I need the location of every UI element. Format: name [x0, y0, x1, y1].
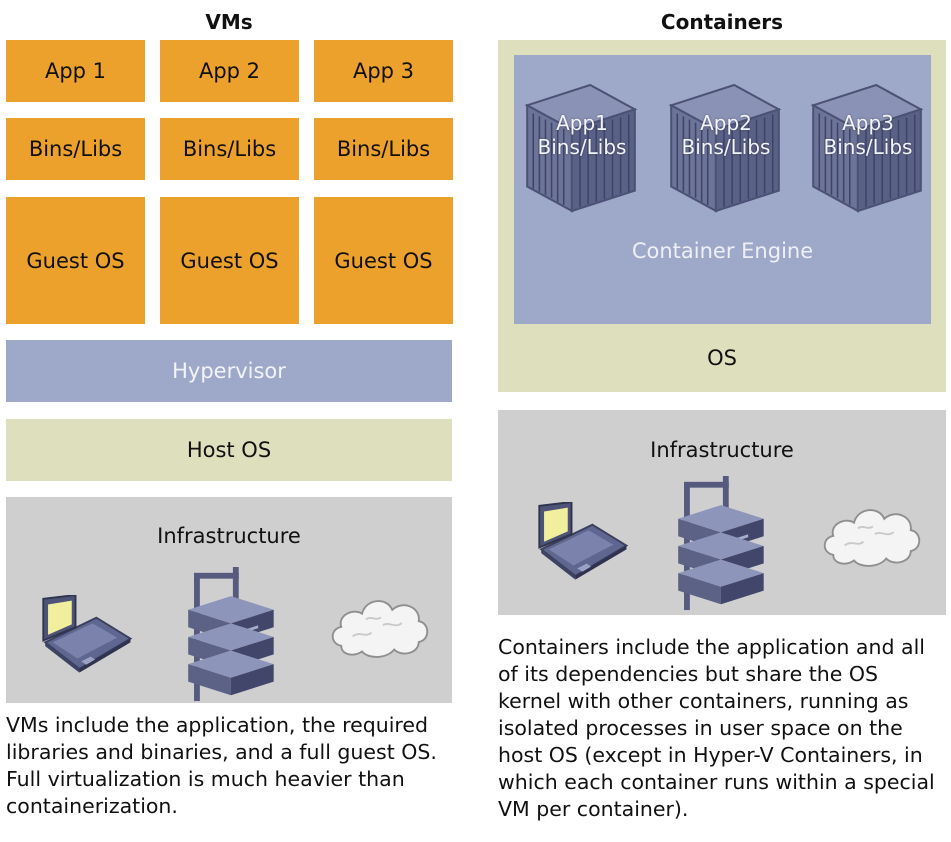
- server-icon: [670, 476, 768, 612]
- vm-guest-os-3: Guest OS: [314, 197, 453, 324]
- container-2: App2 Bins/Libs: [662, 83, 786, 215]
- container-3-app: App3: [842, 111, 894, 135]
- container-infrastructure-layer: Infrastructure: [498, 410, 946, 615]
- server-icon: [180, 567, 278, 703]
- containers-title: Containers: [660, 10, 784, 34]
- cloud-icon: [328, 587, 432, 663]
- container-engine-label: Container Engine: [631, 239, 814, 263]
- container-3-bins-libs: Bins/Libs: [823, 135, 913, 159]
- vm-infrastructure-layer: Infrastructure: [6, 497, 452, 703]
- container-1-app: App1: [556, 111, 608, 135]
- vm-guest-os-2: Guest OS: [160, 197, 299, 324]
- vm-bins-libs-3: Bins/Libs: [314, 118, 453, 180]
- vm-bins-libs-1: Bins/Libs: [6, 118, 145, 180]
- laptop-icon: [532, 502, 630, 592]
- container-2-bins-libs: Bins/Libs: [681, 135, 771, 159]
- vms-description: VMs include the application, the require…: [6, 713, 437, 818]
- vm-bins-libs-2: Bins/Libs: [160, 118, 299, 180]
- vms-title: VMs: [205, 10, 253, 34]
- container-2-label: App2 Bins/Libs: [666, 111, 786, 159]
- laptop-icon: [36, 595, 134, 685]
- vm-infrastructure-label: Infrastructure: [157, 524, 301, 548]
- vm-app-3: App 3: [314, 40, 453, 102]
- hypervisor-layer: Hypervisor: [6, 340, 452, 402]
- cloud-icon: [820, 496, 924, 572]
- container-1-label: App1 Bins/Libs: [522, 111, 642, 159]
- container-engine-layer: App1 Bins/Libs App2 Bins/Libs App3 Bins/…: [514, 55, 931, 324]
- vm-guest-os-1: Guest OS: [6, 197, 145, 324]
- vm-app-2: App 2: [160, 40, 299, 102]
- containers-description: Containers include the application and a…: [498, 635, 935, 821]
- container-3-label: App3 Bins/Libs: [808, 111, 928, 159]
- container-3: App3 Bins/Libs: [804, 83, 928, 215]
- container-1-bins-libs: Bins/Libs: [537, 135, 627, 159]
- container-infrastructure-label: Infrastructure: [650, 438, 794, 462]
- container-2-app: App2: [700, 111, 752, 135]
- container-os-label: OS: [707, 346, 737, 370]
- vm-app-1: App 1: [6, 40, 145, 102]
- host-os-layer: Host OS: [6, 419, 452, 481]
- container-1: App1 Bins/Libs: [518, 83, 642, 215]
